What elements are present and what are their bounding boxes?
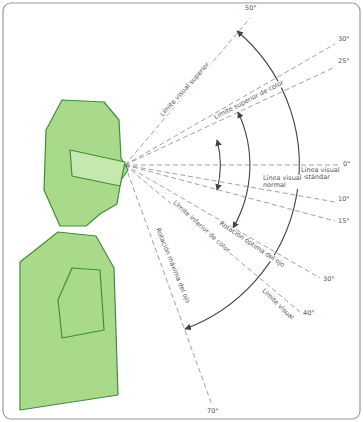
angle-label: 50° — [244, 5, 258, 12]
sight-line-label: Línea visual estándar — [300, 167, 348, 181]
sight-rays — [125, 18, 340, 405]
angle-label: 30° — [337, 36, 351, 43]
sight-line-label: Línea visual normal — [262, 175, 304, 189]
angle-label: 40° — [302, 310, 316, 317]
angle-label: 30° — [322, 276, 336, 283]
human-figure — [20, 100, 128, 410]
angle-label: 10° — [337, 196, 351, 203]
angle-label: 70° — [206, 408, 220, 415]
angle-label: 15° — [337, 218, 351, 225]
angle-label: 25° — [337, 58, 351, 65]
frame — [3, 3, 360, 419]
